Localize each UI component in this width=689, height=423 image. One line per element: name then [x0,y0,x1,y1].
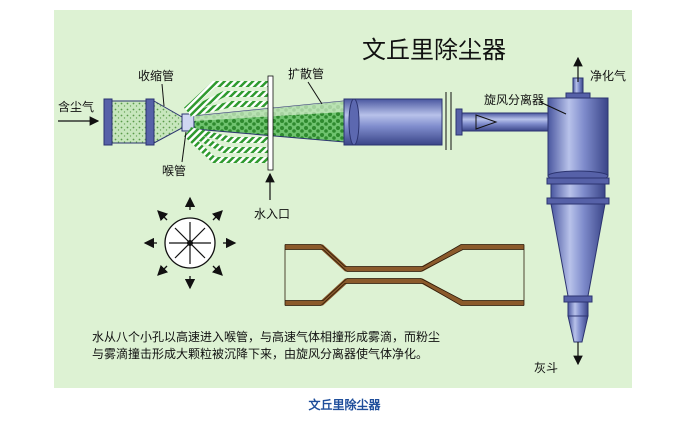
water-inlet-label: 水入口 [254,207,290,221]
diffuser-label: 扩散管 [288,66,324,81]
inlet-cylinder [103,98,155,146]
clean-gas-label: 净化气 [590,68,626,83]
water-spray-manifold [183,75,274,171]
cyclone-inlet-pipe [455,112,555,132]
diagram-title: 文丘里除尘器 [362,36,506,64]
description-line-2: 与雾滴撞击形成大颗粒被沉降下来，由旋风分离器使气体净化。 [92,346,428,361]
diffuser-outlet-duct [343,98,443,146]
venturi-duct-section [285,244,524,306]
contraction-label: 收缩管 [138,68,174,83]
cyclone-separator [546,77,610,343]
cyclone-label: 旋风分离器 [484,92,544,107]
figure-caption: 文丘里除尘器 [308,398,381,412]
inlet-gas-label: 含尘气 [58,99,94,114]
description-line-1: 水从八个小孔以高速进入喉管，与高速气体相撞形成雾滴，而粉尘 [92,329,440,344]
throat-label: 喉管 [162,163,186,178]
diagram-background [54,10,632,388]
nozzle-cross-section [143,196,237,290]
ash-hopper-label: 灰斗 [534,361,558,375]
